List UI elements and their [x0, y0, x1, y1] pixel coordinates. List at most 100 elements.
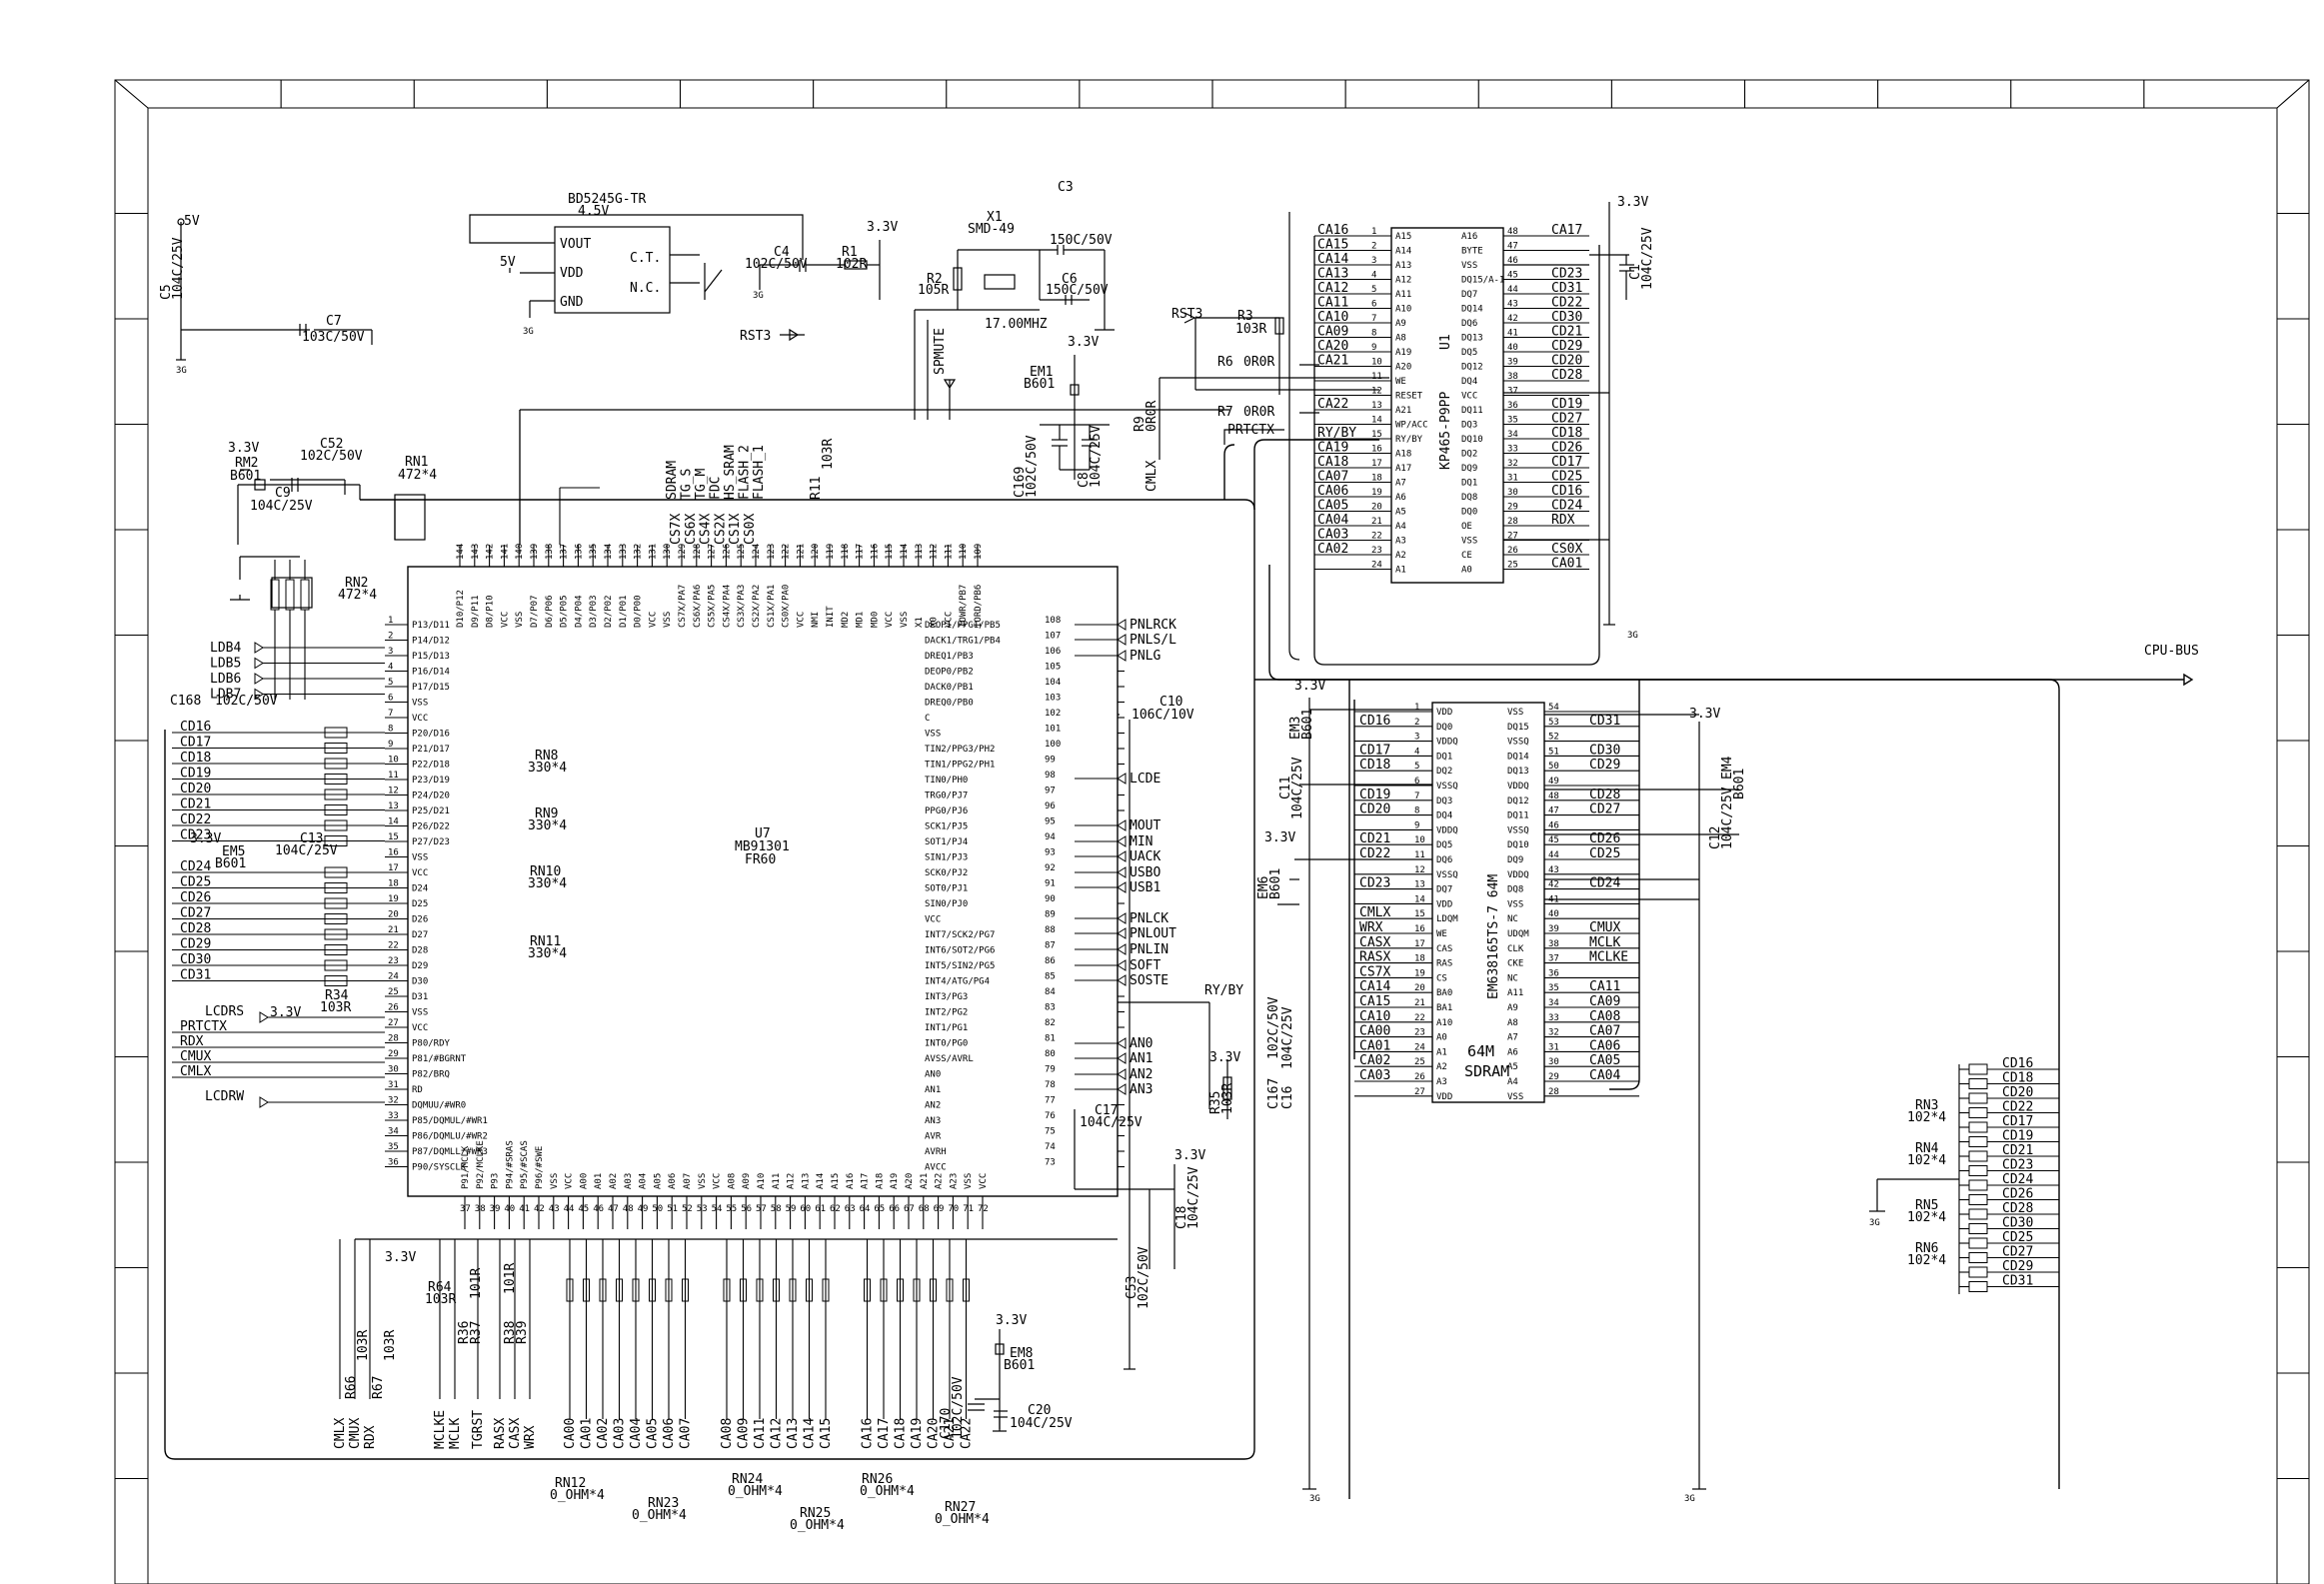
rn2-value: 472*4: [338, 588, 377, 603]
sdram-left-pin-name: DQ7: [1436, 885, 1452, 895]
cpu-left-pin-number: 20: [388, 910, 399, 920]
cpu-bottom-pin-number: 68: [919, 1204, 930, 1214]
regulator-block: [469, 214, 804, 318]
cpu-bottom-pin-number: 61: [815, 1204, 826, 1214]
flash-right-pin-name: VCC: [1461, 392, 1477, 402]
cpu-left-pin-number: 25: [388, 987, 399, 997]
c169-ref: C169: [1013, 467, 1028, 498]
right-port-arrow: [1117, 927, 1127, 939]
cpu-top-pin-number: 120: [811, 544, 821, 560]
right-net-label: USB1: [1130, 880, 1161, 895]
sdram-left-net: CA03: [1359, 1068, 1390, 1083]
bottom-series-resistor: [740, 1278, 747, 1302]
corner-line: [114, 79, 149, 109]
bottom-series-resistor: [632, 1278, 640, 1302]
cpu-right-pin-number: 107: [1045, 632, 1061, 642]
cpu-left-pin-name: P13/D11: [412, 621, 450, 631]
bottom-series-resistor: [913, 1278, 921, 1302]
flash-left-pin-number: 17: [1371, 459, 1382, 469]
rn4-ref: RN4: [1915, 1141, 1939, 1156]
cpu-left-pin-name: D29: [412, 961, 428, 971]
right-net-label: MIN: [1130, 834, 1153, 849]
sdram-right-pin-name: DQ15: [1507, 723, 1529, 733]
sdram-left-net: CD17: [1359, 743, 1390, 758]
cpu-top-pin-number: 109: [974, 544, 984, 560]
regulator-input-label: 5V: [500, 255, 516, 270]
rn-right-net-label: CD27: [2002, 1245, 2033, 1260]
sdram-left-pin-number: 26: [1414, 1072, 1425, 1082]
r6-ref: R6: [1217, 355, 1233, 370]
sdram-right-pin-name: VSS: [1507, 1092, 1523, 1102]
sdram-right-pin-name: A7: [1507, 1033, 1518, 1043]
cpu-top-pin-number: 136: [574, 544, 584, 560]
cpu-bottom-pin-name: A09: [742, 1173, 752, 1189]
sdram-left-pin-name: VSSQ: [1436, 870, 1458, 880]
cpu-top-pin-number: 126: [722, 544, 732, 560]
cpu-left-pin-number: 1: [388, 616, 393, 626]
cpu-right-pin-name: INT1/PG1: [925, 1023, 968, 1033]
cpu-right-pin-name: DACK0/PB1: [925, 683, 974, 693]
cd-net-label: CD22: [180, 812, 211, 827]
sdram-left-pin-number: 1: [1414, 703, 1419, 713]
cpu-right-pin-number: 92: [1045, 863, 1056, 873]
cpu-left-pin-name: VCC: [412, 714, 428, 724]
cpu-bus-label: CPU-BUS: [2144, 644, 2199, 659]
sdram-left-pin-name: A1: [1436, 1047, 1447, 1057]
sdram-gnd-left: 3G: [1309, 1494, 1320, 1504]
right-net-label: PNLRCK: [1130, 618, 1176, 633]
sdram-right-net: CD29: [1589, 758, 1620, 773]
cpu-left-pin-number: 13: [388, 801, 399, 811]
rn10-ref: RN10: [530, 864, 561, 879]
flash-left-net: CA05: [1317, 499, 1348, 514]
flash-gnd: 3G: [1627, 631, 1638, 641]
flash-right-net: CD29: [1551, 339, 1582, 354]
cpu-left-pin-number: 36: [388, 1158, 399, 1168]
sdram-right-pin-number: 43: [1548, 865, 1559, 875]
rn-right-net-label: CD26: [2002, 1187, 2033, 1202]
flash-right-pin-number: 41: [1507, 329, 1518, 339]
c11-value: 104C/25V: [1290, 757, 1305, 819]
cpu-left-pin-number: 33: [388, 1111, 399, 1121]
flash-right-net: CA01: [1551, 557, 1582, 572]
rn8-value: 330*4: [528, 761, 567, 776]
sdram-left-pin-number: 7: [1414, 792, 1419, 801]
rn9-ref: RN9: [535, 806, 558, 821]
rn9-value: 330*4: [528, 818, 567, 833]
flash-left-pin-name: A4: [1395, 522, 1406, 532]
sdram-right-pin-name: VDDQ: [1507, 870, 1529, 880]
c168-ref: C168: [170, 694, 201, 709]
sdram-body: [1431, 702, 1545, 1103]
r9-ref: R9: [1133, 416, 1148, 432]
sdram-left-pin-name: DQ6: [1436, 855, 1452, 865]
cpu-bottom-pin-number: 53: [697, 1204, 708, 1214]
cpu-right-pin-number: 87: [1045, 941, 1056, 951]
sdram-left-pin-name: LDQM: [1436, 914, 1458, 924]
right-port-arrow: [1117, 619, 1127, 631]
c16-value: 104C/25V: [1280, 1006, 1295, 1069]
cpu-top-pin-number: 112: [930, 544, 940, 560]
cpu-right-pin-number: 97: [1045, 787, 1056, 796]
em4-value: B601: [1732, 769, 1747, 799]
cpu-top-pin-number: 121: [796, 544, 806, 560]
cpu-left-pin-name: P26/D22: [412, 822, 450, 832]
sdram-left-net: CD20: [1359, 802, 1390, 817]
flash-right-net: CD19: [1551, 397, 1582, 412]
right-port-arrow: [1117, 835, 1127, 847]
cpu-left-pin-name: P17/D15: [412, 683, 450, 693]
bottom-ca-label: CA16: [861, 1418, 876, 1449]
cpu-left-pin-name: D31: [412, 992, 428, 1002]
rn-right-net-label: CD29: [2002, 1259, 2033, 1274]
sdram-left-pin-name: DQ1: [1436, 752, 1452, 762]
rn11-value: 330*4: [528, 946, 567, 961]
flash-right-net: RDX: [1551, 513, 1575, 528]
right-net-label: PNLOUT: [1130, 926, 1176, 941]
flash-right-pin-name: DQ11: [1461, 406, 1483, 416]
resistor-array-element: [324, 789, 348, 800]
sdram-right-net: CD30: [1589, 743, 1620, 758]
flash-left-pin-name: A10: [1395, 305, 1411, 315]
cpu-body: [407, 566, 1119, 1197]
rn-right-resistor: [1968, 1107, 1988, 1118]
right-port-arrow: [1117, 912, 1127, 924]
rn6-ref: RN6: [1915, 1241, 1938, 1256]
